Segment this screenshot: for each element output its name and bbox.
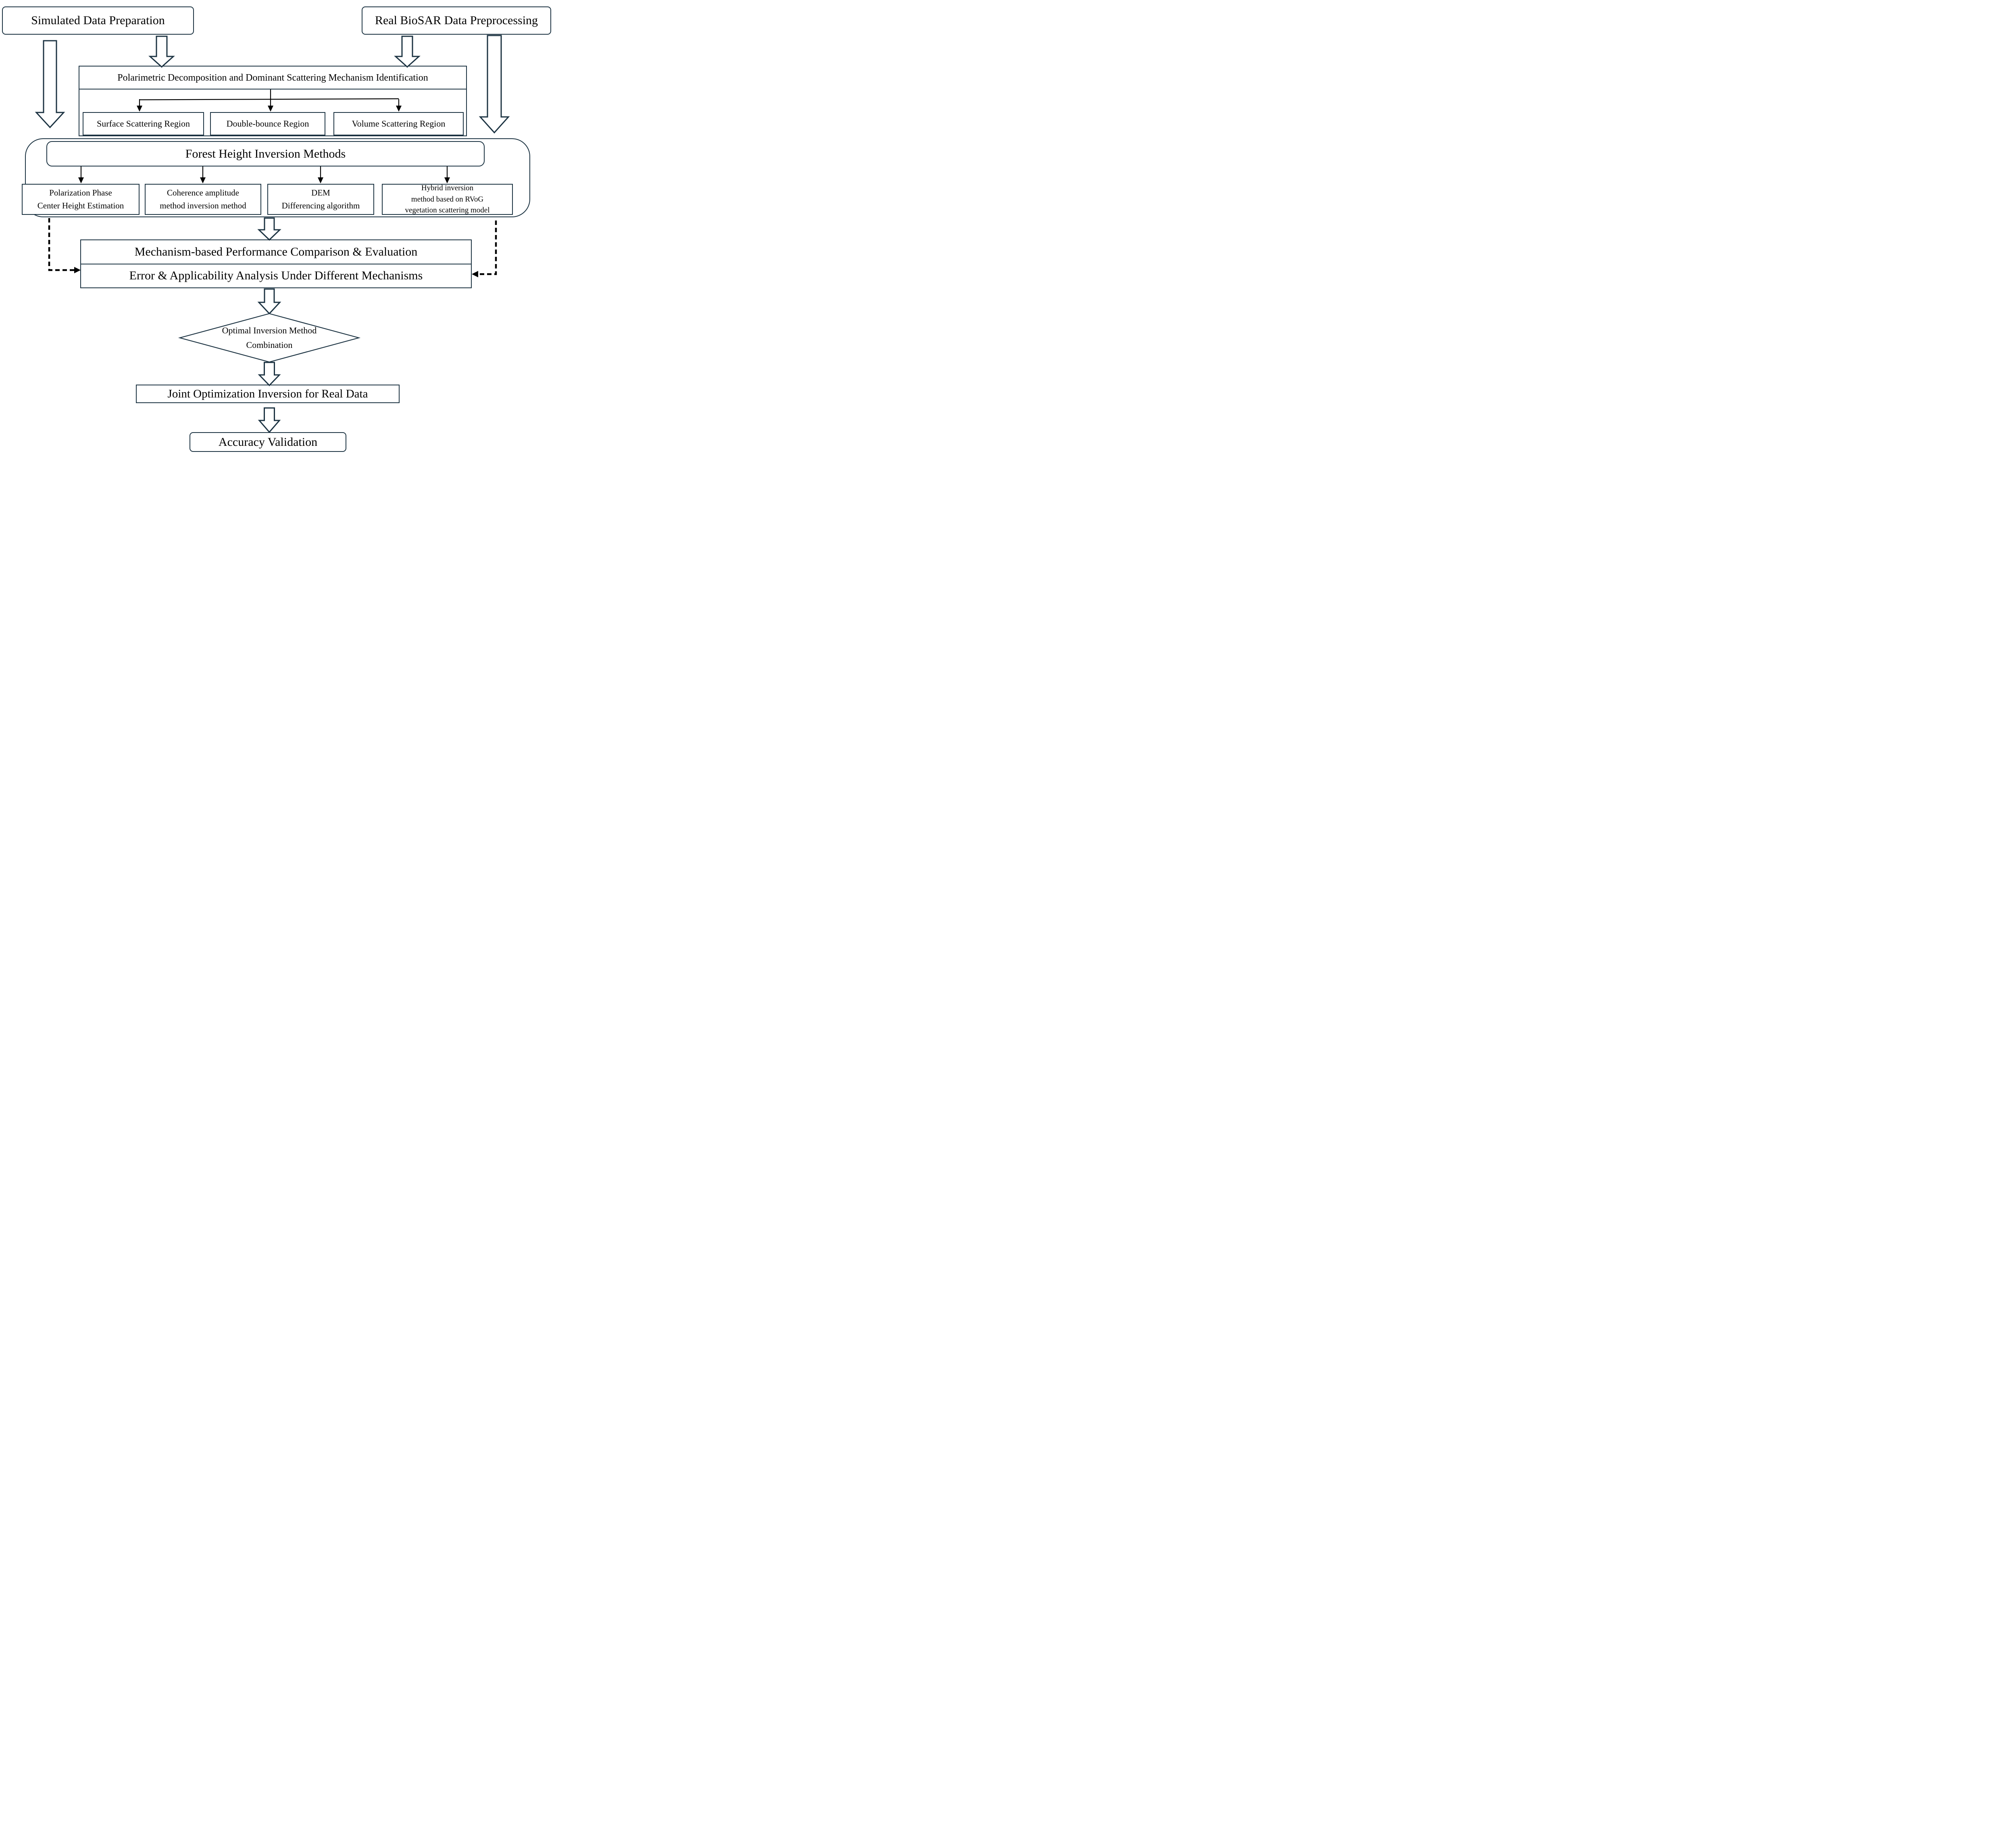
node-evaluation-box: Mechanism-based Performance Comparison &… <box>80 239 472 288</box>
node-label: DEM Differencing algorithm <box>281 188 360 210</box>
node-forest-height-inversion-methods: Forest Height Inversion Methods <box>46 141 485 166</box>
down-block-arrow-to-decision <box>257 288 281 315</box>
node-label: Optimal Inversion Method <box>222 325 317 335</box>
down-block-arrow-to-accuracy <box>258 407 281 433</box>
node-hybrid-inversion-rvog: Hybrid inversion method based on RVoG ve… <box>382 184 513 215</box>
node-label: Forest Height Inversion Methods <box>185 147 346 160</box>
node-joint-optimization-inversion: Joint Optimization Inversion for Real Da… <box>136 385 400 403</box>
node-label: Volume Scattering Region <box>352 119 446 129</box>
node-error-applicability-analysis: Error & Applicability Analysis Under Dif… <box>81 264 471 288</box>
node-performance-comparison: Mechanism-based Performance Comparison &… <box>81 240 471 264</box>
flowchart-canvas: Simulated Data Preparation Real BioSAR D… <box>0 0 554 459</box>
node-real-biosar-preprocessing: Real BioSAR Data Preprocessing <box>362 6 551 35</box>
node-polarimetric-decomposition: Polarimetric Decomposition and Dominant … <box>79 66 467 89</box>
node-volume-scattering-region: Volume Scattering Region <box>333 112 464 135</box>
node-dem-differencing-algorithm: DEM Differencing algorithm <box>267 184 374 215</box>
node-label: Combination <box>246 340 293 350</box>
node-label: Hybrid inversion method based on RVoG ve… <box>405 184 490 215</box>
node-label: Error & Applicability Analysis Under Dif… <box>129 269 423 283</box>
down-block-arrow-from-simulated <box>148 35 175 68</box>
node-label: Coherence amplitude method inversion met… <box>160 188 246 210</box>
dashed-arrowhead-left <box>74 267 81 273</box>
node-coherence-amplitude-method: Coherence amplitude method inversion met… <box>145 184 261 215</box>
node-label: Polarimetric Decomposition and Dominant … <box>117 72 428 83</box>
node-label: Accuracy Validation <box>218 435 318 449</box>
dashed-connector-left <box>48 218 74 271</box>
node-double-bounce-region: Double-bounce Region <box>210 112 325 135</box>
node-label: Polarization Phase Center Height Estimat… <box>37 188 124 210</box>
node-label: Mechanism-based Performance Comparison &… <box>134 245 418 258</box>
node-label: Surface Scattering Region <box>97 119 190 129</box>
node-label: Joint Optimization Inversion for Real Da… <box>167 387 368 400</box>
down-block-arrow-from-biosar <box>394 35 421 68</box>
node-label: Simulated Data Preparation <box>31 14 165 27</box>
dashed-arrowhead-right <box>472 271 478 277</box>
node-simulated-data-preparation: Simulated Data Preparation <box>2 6 194 35</box>
down-block-arrow-right-bypass <box>479 35 510 134</box>
node-surface-scattering-region: Surface Scattering Region <box>83 112 204 135</box>
node-accuracy-validation: Accuracy Validation <box>190 432 346 452</box>
node-label: Real BioSAR Data Preprocessing <box>375 14 538 27</box>
node-optimal-inversion-combination: Optimal Inversion Method Combination <box>180 314 359 362</box>
down-block-arrow-to-evaluation <box>257 217 281 241</box>
down-block-arrow-to-joint <box>258 362 281 387</box>
node-polarization-phase-center-height: Polarization Phase Center Height Estimat… <box>22 184 140 215</box>
down-block-arrow-left-bypass <box>35 40 65 129</box>
node-label: Double-bounce Region <box>226 119 309 129</box>
dashed-connector-right <box>478 221 497 275</box>
